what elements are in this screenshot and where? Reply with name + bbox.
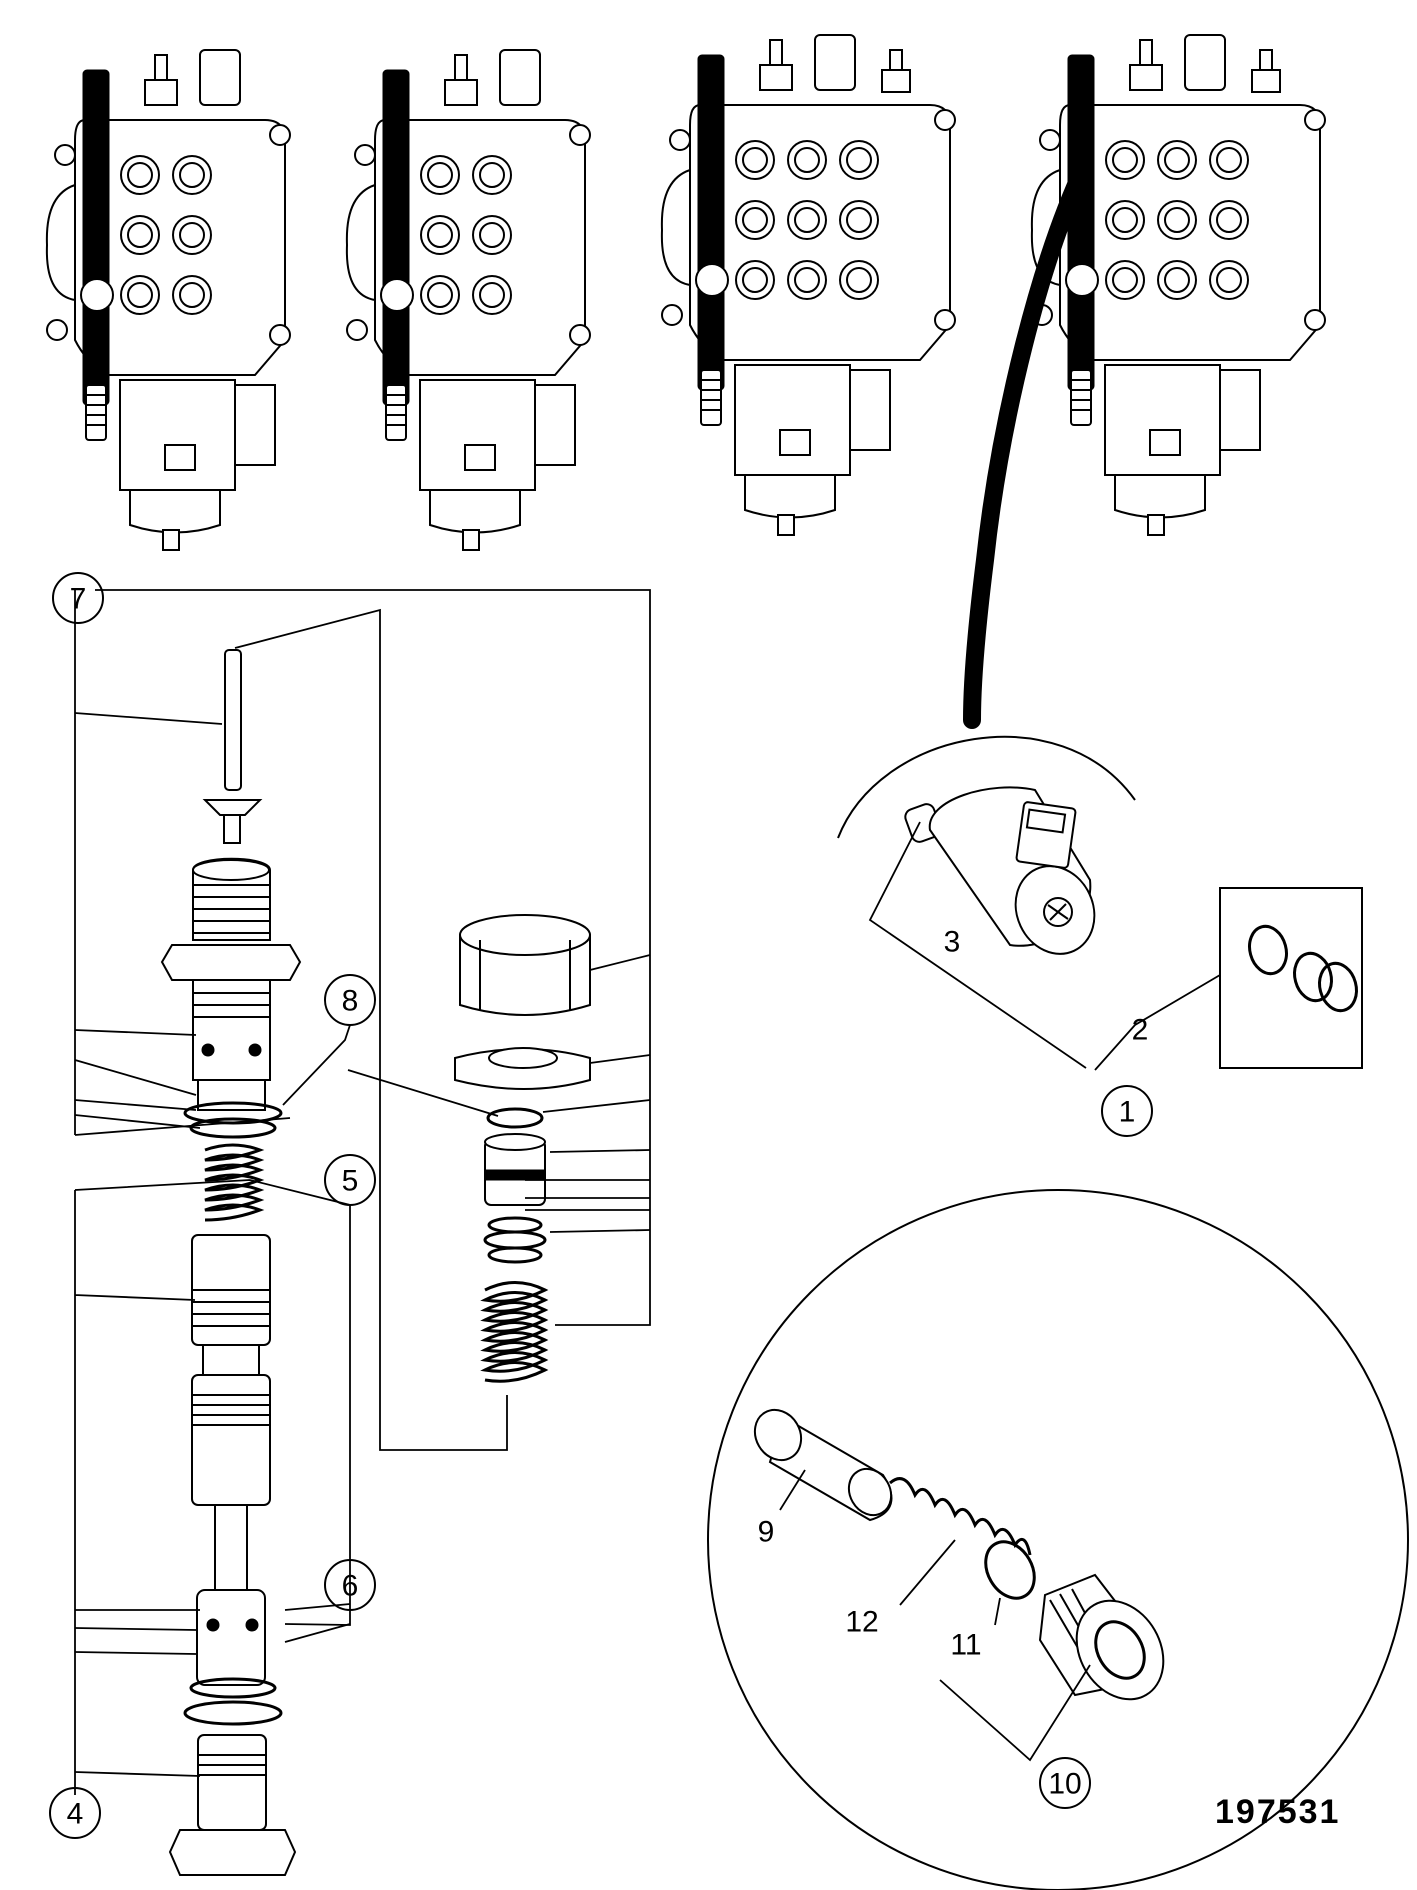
callout-6-badge: 6 — [324, 1559, 376, 1611]
seal-kit: 2 — [1094, 887, 1363, 1071]
callout-8-badge: 8 — [324, 974, 376, 1026]
solenoid-detail: 3 — [837, 735, 1136, 1069]
figure-reference-number: 197531 — [1215, 1793, 1340, 1831]
callout-7: 7 — [70, 583, 87, 616]
callout-5: 5 — [342, 1165, 359, 1198]
callout-5-badge: 5 — [324, 1154, 376, 1206]
two-spool-valve-a-icon — [45, 49, 291, 551]
two-spool-valve-b-icon — [345, 49, 591, 551]
three-spool-valve-b-icon — [1030, 34, 1326, 536]
three-spool-valve-a-icon — [660, 34, 956, 536]
callout-11: 11 — [950, 1629, 981, 1662]
leader-lines — [74, 589, 651, 1795]
callout-3: 3 — [944, 926, 961, 959]
callout-10: 10 — [1048, 1768, 1081, 1801]
callout-12: 12 — [845, 1606, 878, 1639]
callout-4-badge: 4 — [49, 1787, 101, 1839]
callout-1-badge: 1 — [1101, 1085, 1153, 1137]
relief-valve-parts-stack — [454, 914, 591, 1383]
callout-2: 2 — [1132, 1014, 1149, 1047]
callout-4: 4 — [67, 1798, 84, 1831]
check-valve-detail: 9 12 11 10 — [707, 1189, 1409, 1890]
callout-7-badge: 7 — [52, 572, 104, 624]
seal-kit-icon — [1248, 924, 1358, 1013]
callout-8: 8 — [342, 985, 359, 1018]
callout-9: 9 — [758, 1516, 775, 1549]
callout-6: 6 — [342, 1570, 359, 1603]
check-valve-insert-icon — [753, 1408, 1165, 1701]
solenoid-icon — [904, 786, 1096, 955]
relief-valve-cartridge-icon — [160, 649, 302, 1876]
detail-connector-line — [963, 156, 1094, 729]
callout-10-badge: 10 — [1039, 1757, 1091, 1809]
callout-1: 1 — [1119, 1096, 1136, 1129]
